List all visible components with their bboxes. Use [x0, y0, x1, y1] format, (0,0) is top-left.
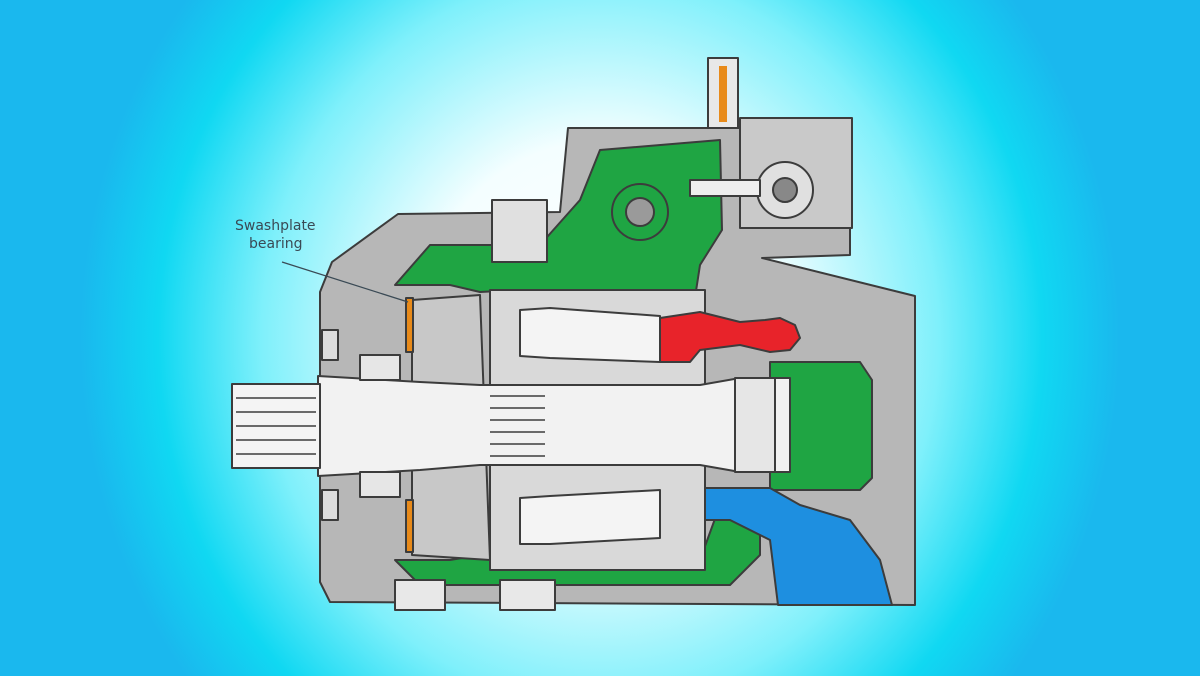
lower-piston: [519, 489, 661, 545]
swashplate-bearing-leader: [281, 261, 409, 303]
swashplate-bearing-upper: [405, 297, 414, 353]
drive-shaft: [317, 375, 791, 477]
rear-bearing: [734, 377, 776, 473]
label-bearing: bearing: [249, 236, 302, 252]
swashplate-bearing-lower: [405, 499, 414, 553]
relief-valve: [491, 199, 548, 263]
shaft-seal-upper: [321, 329, 339, 361]
pressure-port: [659, 311, 801, 363]
fitting-indicator: [719, 66, 727, 122]
upper-piston: [519, 307, 661, 363]
shaft-seal-lower: [321, 489, 339, 521]
suction-port: [704, 487, 893, 606]
control-roller-core: [772, 177, 798, 203]
front-bearing-lower: [359, 471, 401, 498]
drain-plug-right: [499, 579, 556, 611]
spline-teeth: [236, 395, 545, 457]
label-swashplate: Swashplate: [235, 218, 316, 234]
front-bearing-upper: [359, 354, 401, 381]
drain-plug-left: [394, 579, 446, 611]
control-lever: [689, 179, 761, 197]
control-piston-core: [625, 197, 655, 227]
